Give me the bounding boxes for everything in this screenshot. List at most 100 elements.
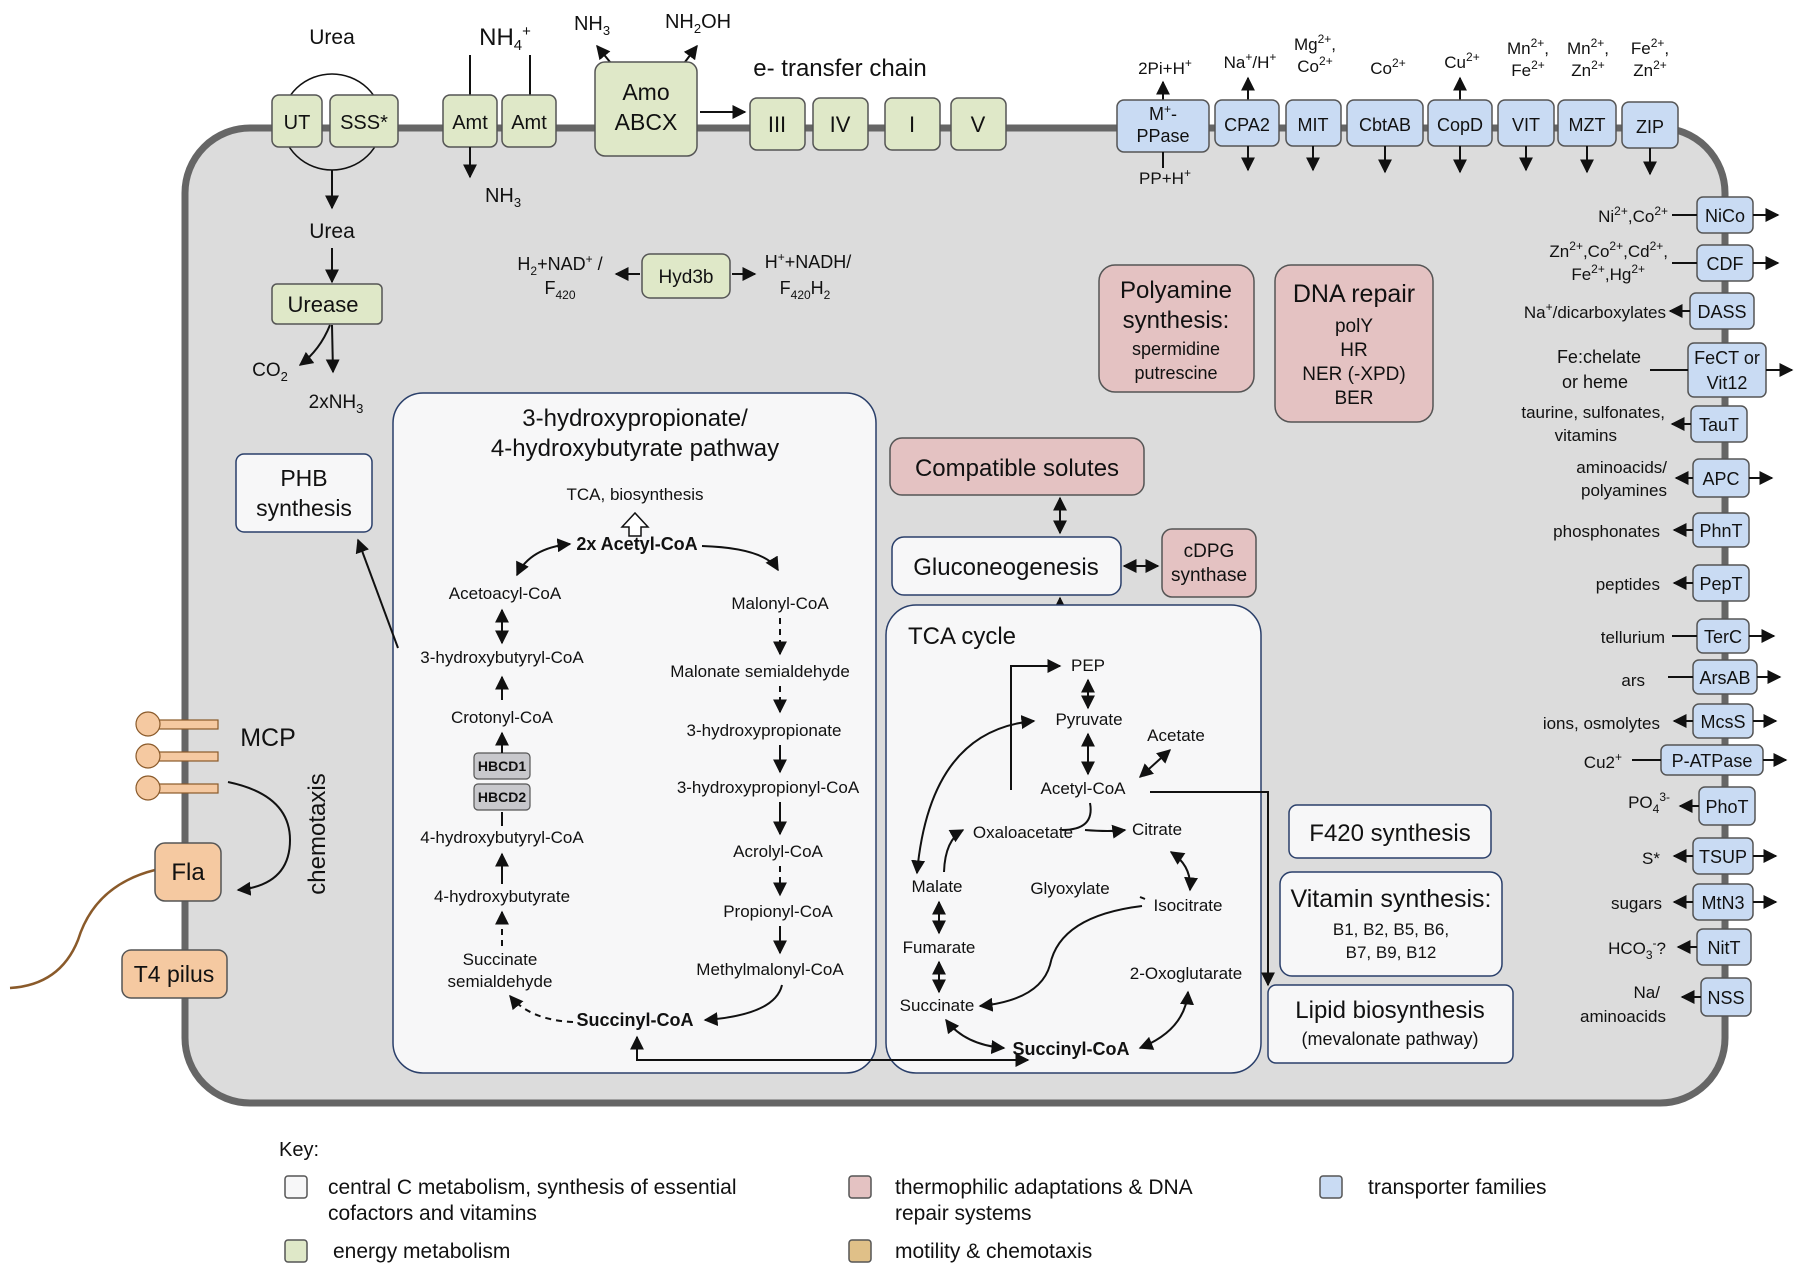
arsab-substrate: ars [1621, 671, 1645, 690]
key-thermo-2: repair systems [895, 1202, 1032, 1225]
taut-substrate-2: vitamins [1555, 426, 1617, 445]
urease-enzyme [271, 283, 383, 325]
p-atpase-label: P-ATPase [1672, 751, 1753, 771]
complex-i-label: I [909, 112, 915, 137]
gluconeogenesis-box [891, 536, 1122, 596]
vitamin-synthesis-box [1279, 871, 1503, 977]
ppase-bot-label: PP+H+ [1139, 166, 1191, 188]
t4-pilus [121, 949, 228, 999]
polyamine-title-1: Polyamine [1120, 277, 1232, 304]
amt2-label: Amt [511, 112, 547, 134]
hyd3b-enzyme [641, 253, 731, 299]
dna-repair-item-4: BER [1334, 388, 1373, 409]
sss-label: SSS* [340, 112, 388, 134]
complex-i [884, 97, 941, 151]
key-swatch-transport [1319, 1175, 1343, 1199]
mtn3-substrate: sugars [1611, 894, 1662, 913]
key-swatch-energy [284, 1239, 308, 1263]
nh3-out-label: NH3 [574, 13, 610, 38]
amo-nh2oh-arrow [683, 44, 698, 63]
apc-label: APC [1702, 469, 1739, 489]
zip-label: ZIP [1636, 117, 1664, 137]
succinyl-succsemi-arrow [509, 994, 574, 1023]
terc-label: TerC [1704, 627, 1742, 647]
tca-oxoglutarate: 2-Oxoglutarate [1130, 964, 1242, 983]
malate-oxaloacetate-arrow [943, 829, 965, 873]
acetylcoa-join-line [1061, 802, 1092, 831]
polyamine-title-2: synthesis: [1123, 307, 1230, 334]
complex-iii [749, 97, 806, 151]
hp-hpcoa3: 3-hydroxypropionyl-CoA [677, 778, 860, 797]
nss-substrate-1: Na/ [1634, 983, 1661, 1002]
fect-substrate-2: or heme [1562, 372, 1628, 392]
etc-label: e- transfer chain [753, 55, 926, 82]
urea-top-label: Urea [309, 26, 355, 49]
key-transport: transporter families [1368, 1176, 1547, 1199]
polyamine-item-1: spermidine [1132, 339, 1220, 359]
mit-top-label-2: Co2+ [1297, 54, 1332, 76]
copd-label: CopD [1437, 115, 1483, 135]
hp-crotonyl: Crotonyl-CoA [451, 708, 554, 727]
hp-hbcoa4: 4-hydroxybutyryl-CoA [420, 828, 584, 847]
hbcd2-enzyme [473, 783, 531, 811]
t4-pilus-label: T4 pilus [134, 961, 215, 987]
hp-acetyl: 2x Acetyl-CoA [576, 534, 697, 554]
complex-v-label: V [971, 112, 986, 137]
tca-glyoxylate: Glyoxylate [1030, 879, 1109, 898]
mzt-label: MZT [1569, 115, 1606, 135]
key-swatch-motility [848, 1239, 872, 1263]
dna-repair-item-3: NER (-XPD) [1302, 364, 1405, 385]
hp-propionyl: Propionyl-CoA [723, 902, 833, 921]
nh2oh-label: NH2OH [665, 11, 731, 36]
chemotaxis-arrow [227, 781, 292, 896]
tca-citrate: Citrate [1132, 820, 1182, 839]
hp-acrolyl: Acrolyl-CoA [733, 842, 823, 861]
dna-repair-item-2: HR [1340, 340, 1367, 361]
fect-label-2: Vit12 [1707, 373, 1748, 393]
methylmalonyl-succinyl-arrow [703, 984, 783, 1027]
vit-top-label-1: Mn2+, [1507, 36, 1549, 58]
pyruvate-malate-arrow [911, 715, 1036, 875]
ut-label: UT [284, 112, 311, 134]
arsab-label: ArsAB [1699, 668, 1750, 688]
p-atpase-substrate: Cu2+ [1584, 750, 1622, 772]
hp-title-2: 4-hydroxybutyrate pathway [491, 435, 779, 462]
vitamin-item-1: B1, B2, B5, B6, [1333, 920, 1449, 939]
cbtab-label: CbtAB [1359, 115, 1411, 135]
nitt-label: NitT [1708, 938, 1741, 958]
copd-top-label: Cu2+ [1444, 50, 1479, 72]
hbcd2-label: HBCD2 [478, 789, 526, 805]
gluconeogenesis-label: Gluconeogenesis [913, 554, 1098, 581]
hp-succ-semi-2: semialdehyde [448, 972, 553, 991]
mit-top-label-1: Mg2+, [1294, 32, 1336, 54]
vit-top-label-2: Fe2+ [1511, 58, 1545, 80]
key-energy: energy metabolism [333, 1240, 510, 1263]
hp-malonate-semi: Malonate semialdehyde [670, 662, 850, 681]
lipid-label-2: (mevalonate pathway) [1301, 1029, 1478, 1049]
acetyl-malonyl-arrow [701, 545, 779, 572]
ut-transporter [271, 94, 323, 148]
succinyl-link-arrow [630, 1035, 1030, 1067]
complex-v [950, 97, 1007, 151]
acetylcoa-acetate-arrow [1138, 749, 1172, 778]
mit-label: MIT [1298, 115, 1329, 135]
cdf-substrate-2: Fe2+,Hg2+ [1571, 262, 1645, 284]
key-swatch-central [284, 1175, 308, 1199]
cdpg-label-1: cDPG [1184, 541, 1235, 562]
right-transporter-list: NiCo Ni2+,Co2+ CDF Zn2+,Co2+,Cd2+, Fe2+,… [1521, 196, 1794, 1026]
terc-substrate: tellurium [1601, 628, 1665, 647]
isocitrate-glyoxylate-line [1139, 896, 1146, 900]
polyamine-synthesis-box [1098, 264, 1255, 393]
pept-label: PepT [1699, 574, 1742, 594]
tca-title: TCA cycle [908, 623, 1016, 650]
compatible-solutes-label: Compatible solutes [915, 455, 1119, 482]
tca-acetylcoa: Acetyl-CoA [1040, 779, 1126, 798]
f420-synthesis-box [1288, 804, 1492, 859]
nico-label: NiCo [1705, 206, 1745, 226]
hp-output-arrow [620, 511, 650, 537]
nss-substrate-2: aminoacids [1580, 1007, 1666, 1026]
dass-substrate: Na+/dicarboxylates [1524, 300, 1666, 322]
dna-repair-item-1: polY [1335, 316, 1373, 337]
hp-methylmalonyl: Methylmalonyl-CoA [696, 960, 844, 979]
fla-motor [154, 842, 222, 902]
